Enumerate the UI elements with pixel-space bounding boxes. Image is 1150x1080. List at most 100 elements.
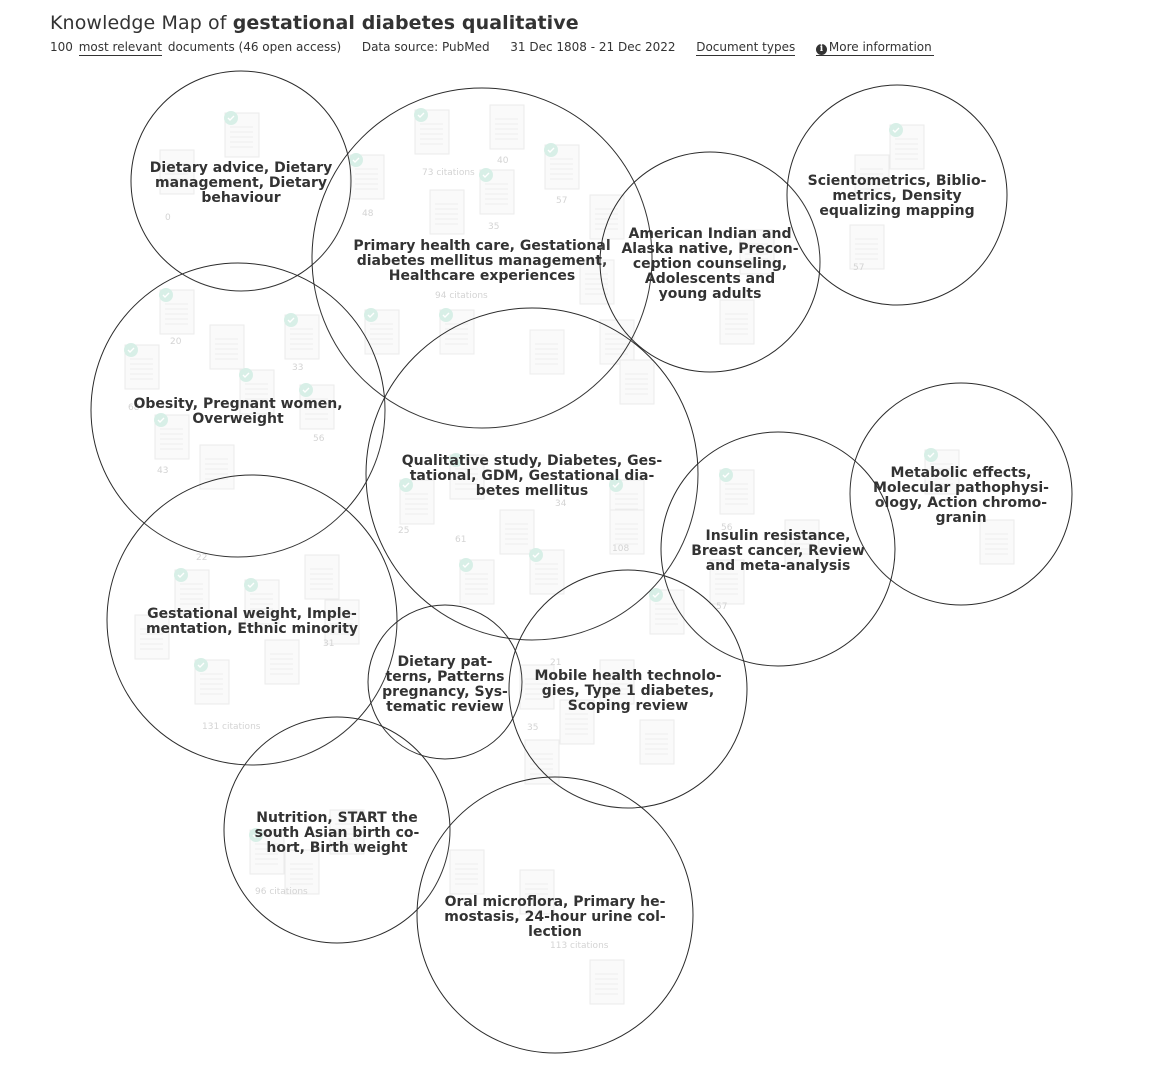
- bubble-circle[interactable]: [365, 307, 699, 641]
- paper-thumbnail[interactable]: [519, 664, 555, 710]
- paper-thumbnail[interactable]: [529, 329, 565, 375]
- paper-thumbnail[interactable]: [349, 153, 385, 200]
- bubble-circle[interactable]: [849, 382, 1073, 606]
- paper-thumbnail[interactable]: [429, 189, 465, 235]
- paper-thumbnail[interactable]: [224, 111, 260, 158]
- paper-thumbnail[interactable]: [239, 368, 275, 415]
- paper-thumbnail[interactable]: [619, 359, 655, 405]
- most-relevant-link[interactable]: most relevant: [78, 40, 163, 56]
- bubble-oral-microflora[interactable]: Oral microflora, Primary he-mostasis, 24…: [416, 776, 694, 1054]
- bubble-label-line: American Indian and: [629, 226, 792, 242]
- paper-thumbnail[interactable]: [719, 299, 755, 345]
- bubble-label-line: Obesity, Pregnant women,: [133, 396, 342, 412]
- paper-thumbnail[interactable]: [589, 959, 625, 1005]
- bubble-label-line: equalizing mapping: [819, 203, 974, 219]
- paper-thumbnail[interactable]: [329, 809, 365, 855]
- paper-thumbnail[interactable]: [324, 599, 360, 645]
- bubble-circle[interactable]: [508, 569, 748, 809]
- bubble-mobile-health[interactable]: Mobile health technolo-gies, Type 1 diab…: [508, 569, 748, 809]
- paper-thumbnail[interactable]: [889, 123, 925, 170]
- paper-thumbnail[interactable]: [849, 224, 885, 270]
- paper-thumbnail[interactable]: [134, 614, 170, 660]
- paper-thumbnail[interactable]: [559, 699, 595, 745]
- paper-thumbnail[interactable]: [284, 849, 320, 895]
- paper-thumbnail[interactable]: [519, 869, 555, 915]
- data-source: Data source: PubMed: [361, 40, 490, 54]
- paper-thumbnail[interactable]: [264, 639, 300, 685]
- paper-thumbnail[interactable]: [589, 194, 625, 240]
- bubble-circle[interactable]: [660, 431, 896, 667]
- paper-thumbnail[interactable]: [194, 658, 230, 705]
- paper-thumbnail[interactable]: [854, 154, 890, 200]
- paper-thumbnail[interactable]: [159, 149, 195, 195]
- bubble-circle[interactable]: [367, 604, 523, 760]
- bubble-label: Insulin resistance,Breast cancer, Review…: [691, 528, 865, 574]
- bubble-circle[interactable]: [786, 84, 1008, 306]
- paper-thumbnail[interactable]: [599, 319, 635, 365]
- bubble-circle[interactable]: [90, 262, 386, 558]
- paper-thumbnail[interactable]: [459, 558, 495, 605]
- paper-thumbnail[interactable]: [529, 548, 565, 595]
- paper-thumbnail[interactable]: [719, 468, 755, 515]
- bubble-label-line: diabetes mellitus management,: [357, 253, 608, 269]
- paper-thumbnail[interactable]: [924, 448, 960, 495]
- paper-thumbnail[interactable]: [709, 559, 745, 605]
- paper-thumbnail[interactable]: [174, 568, 210, 615]
- bubble-insulin-resistance[interactable]: Insulin resistance,Breast cancer, Review…: [660, 431, 896, 667]
- open-access-icon: [609, 478, 623, 492]
- document-count: 100: [50, 40, 73, 54]
- paper-thumbnail[interactable]: [599, 659, 635, 705]
- bubble-obesity[interactable]: Obesity, Pregnant women,Overweight: [90, 262, 386, 558]
- bubble-circle[interactable]: [311, 87, 653, 429]
- paper-thumbnail[interactable]: [399, 478, 435, 525]
- bubble-circle[interactable]: [416, 776, 694, 1054]
- paper-thumbnail[interactable]: [244, 578, 280, 625]
- citation-count: 22: [196, 553, 207, 563]
- bubble-circle[interactable]: [599, 151, 821, 373]
- paper-thumbnail[interactable]: [299, 383, 335, 430]
- paper-thumbnail[interactable]: [159, 288, 195, 335]
- map-info-bar: 100 most relevant documents (46 open acc…: [50, 40, 936, 56]
- paper-thumbnail[interactable]: [639, 719, 675, 765]
- paper-thumbnail[interactable]: [154, 413, 190, 460]
- paper-thumbnail[interactable]: [489, 104, 525, 150]
- paper-thumbnail[interactable]: [124, 343, 160, 390]
- paper-thumbnail[interactable]: [249, 828, 285, 875]
- paper-thumbnail[interactable]: [579, 259, 615, 305]
- bubble-metabolic-effects[interactable]: Metabolic effects,Molecular pathophysi-o…: [849, 382, 1073, 606]
- bubble-gestational-weight[interactable]: Gestational weight, Imple-mentation, Eth…: [106, 474, 398, 766]
- paper-thumbnail[interactable]: [209, 324, 245, 370]
- paper-thumbnail[interactable]: [304, 554, 340, 600]
- paper-thumbnail[interactable]: [479, 168, 515, 215]
- paper-thumbnail[interactable]: [284, 313, 320, 360]
- bubble-circle[interactable]: [223, 716, 451, 944]
- paper-thumbnail[interactable]: [784, 519, 820, 565]
- paper-thumbnail[interactable]: [649, 588, 685, 635]
- paper-thumbnail[interactable]: [524, 739, 560, 785]
- paper-thumbnail[interactable]: [414, 108, 450, 155]
- paper-thumbnail[interactable]: [449, 849, 485, 895]
- bubble-circle[interactable]: [106, 474, 398, 766]
- paper-thumbnail[interactable]: [499, 509, 535, 555]
- citation-count: 68: [128, 403, 140, 413]
- bubble-qualitative-study[interactable]: Qualitative study, Diabetes, Ges-tationa…: [365, 307, 699, 641]
- paper-thumbnail[interactable]: [979, 519, 1015, 565]
- paper-thumbnail[interactable]: [199, 444, 235, 490]
- document-types-link[interactable]: Document types: [696, 40, 796, 56]
- paper-thumbnail[interactable]: [449, 453, 485, 500]
- paper-thumbnail[interactable]: [739, 229, 775, 275]
- paper-thumbnail[interactable]: [609, 509, 645, 555]
- bubble-label-line: hort, Birth weight: [266, 840, 407, 856]
- paper-thumbnail[interactable]: [544, 143, 580, 190]
- open-access-icon: [174, 568, 188, 582]
- bubble-circle[interactable]: [130, 70, 352, 292]
